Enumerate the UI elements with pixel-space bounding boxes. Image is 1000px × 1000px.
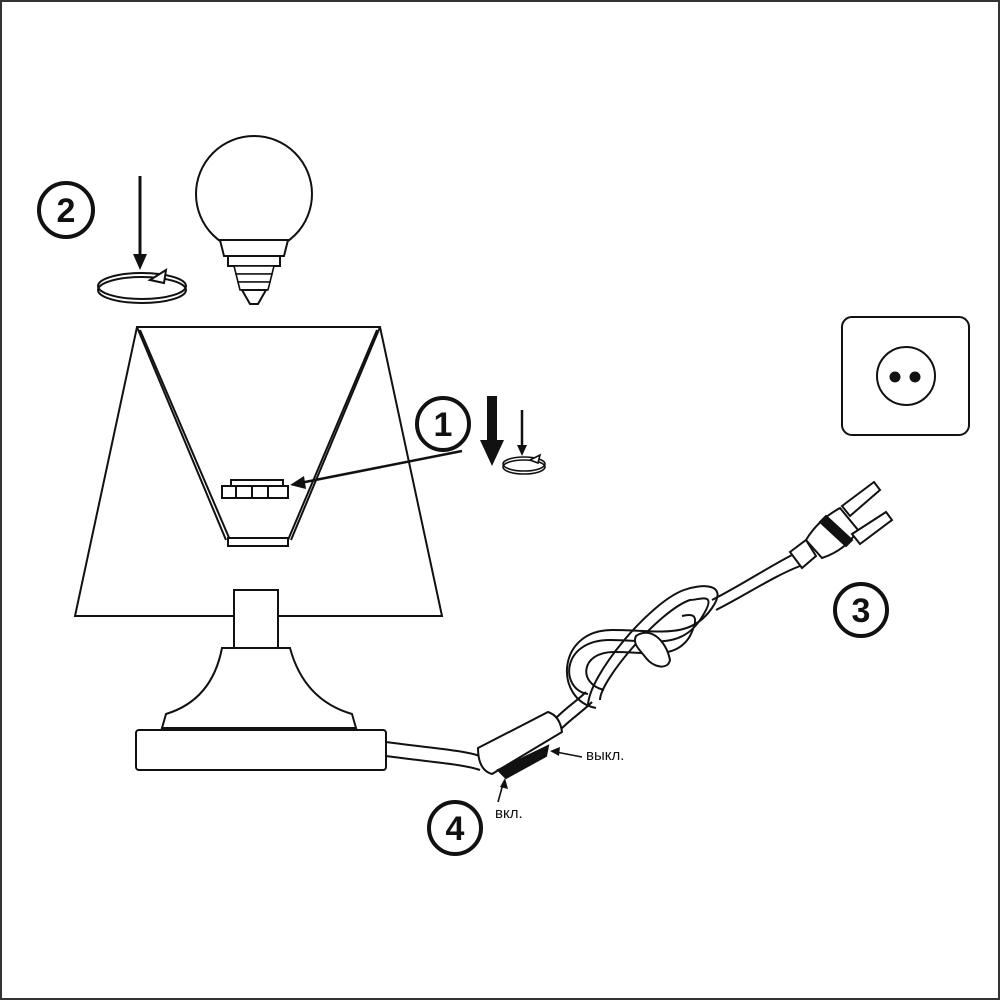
bold-down-arrow-icon <box>480 396 504 466</box>
rotate-clockwise-icon <box>97 267 187 304</box>
step-3-number: 3 <box>852 592 871 630</box>
switch-on-label: вкл. <box>495 805 523 822</box>
wall-socket-icon <box>841 316 970 436</box>
lamp-base <box>135 589 387 771</box>
rotate-clockwise-icon <box>502 453 546 475</box>
switch-on-pointer <box>497 778 508 803</box>
step-2-number: 2 <box>57 192 76 230</box>
switch-off-label: выкл. <box>586 747 624 764</box>
step-4-circle <box>427 800 483 856</box>
step-1-circle <box>415 396 471 452</box>
step-2-group: 2 <box>37 135 313 305</box>
down-arrow-icon <box>133 176 147 270</box>
switch-off-pointer <box>550 747 583 758</box>
pointer-arrow-icon <box>290 449 463 489</box>
step-1-group: 1 <box>290 396 546 489</box>
step-1-number: 1 <box>434 406 453 444</box>
down-arrow-icon <box>517 410 527 456</box>
power-cord <box>385 553 801 771</box>
cord-tie <box>634 631 672 668</box>
step-3-circle <box>833 582 889 638</box>
step-4-number: 4 <box>446 810 465 848</box>
lamp-shade <box>73 326 444 617</box>
bulb-icon <box>195 135 313 305</box>
plug-icon <box>788 480 894 570</box>
step-2-circle <box>37 181 95 239</box>
cord-switch <box>476 710 564 780</box>
